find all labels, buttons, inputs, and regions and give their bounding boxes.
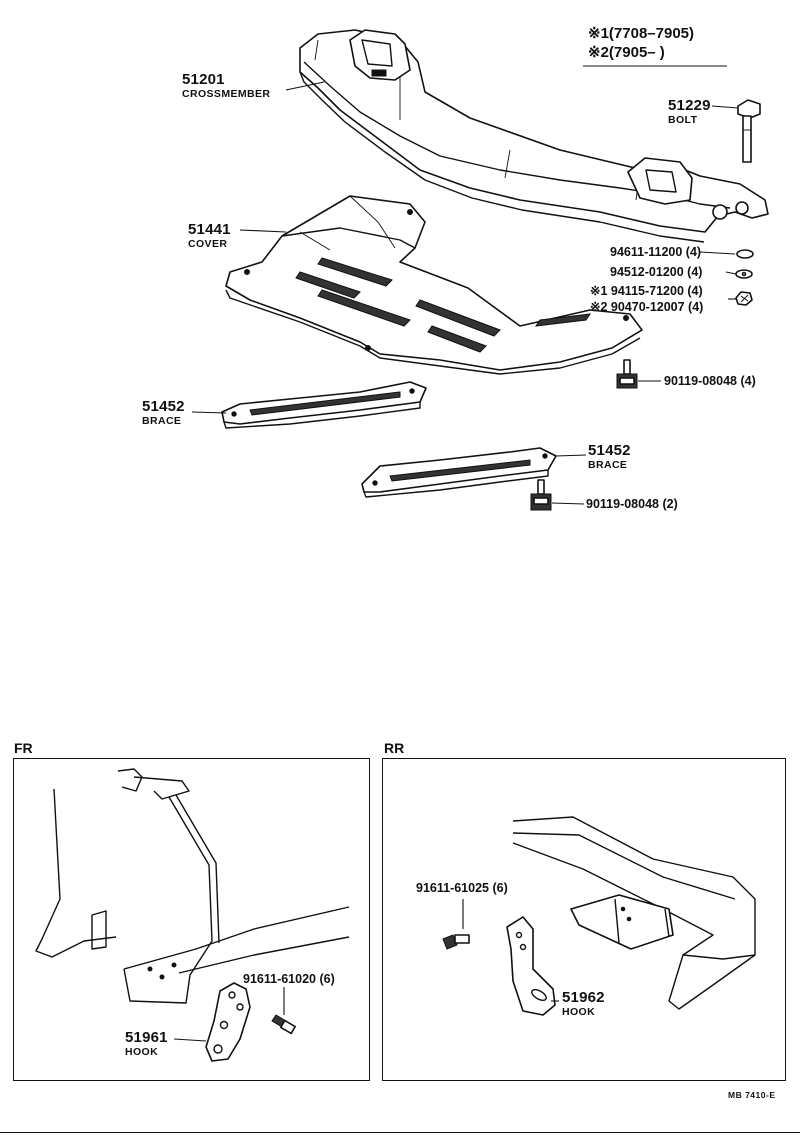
bolt-name: BOLT (668, 114, 698, 126)
label-cover: 51441 COVER (188, 222, 231, 250)
legend-range-1: (7708–7905) (608, 25, 694, 42)
label-hardware-4: ※2 90470-12007 (4) (590, 300, 704, 314)
leader-lines (191, 65, 739, 505)
washer-94611 (736, 249, 754, 259)
fr-screw-label: 91611-61020 (6) (243, 972, 335, 986)
label-bolt-90119-a: 90119-08048 (4) (664, 374, 756, 388)
brace-left-drawing (221, 381, 427, 429)
legend: ※1(7708–7905) ※2(7905– ) (588, 25, 694, 63)
brace-right-name: BRACE (588, 459, 628, 471)
bottom-rule (0, 1132, 800, 1133)
panel-rr (382, 758, 786, 1081)
label-hardware-3: ※1 94115-71200 (4) (590, 284, 703, 298)
panel-fr (13, 758, 370, 1081)
label-bolt-90119-b: 90119-08048 (2) (586, 497, 678, 511)
fr-hook-name: HOOK (125, 1046, 159, 1058)
crossmember-drawing (299, 29, 769, 243)
legend-range-2: (7905– ) (608, 43, 665, 61)
fr-hook-label: 51961 HOOK (125, 1030, 168, 1058)
brace-right-number: 51452 (588, 442, 631, 459)
brace-left-number: 51452 (142, 398, 185, 415)
bolt-51229-drawing (737, 99, 761, 163)
fr-hook-number: 51961 (125, 1029, 168, 1046)
rr-hook-label: 51962 HOOK (562, 990, 605, 1018)
legend-line-2: ※2(7905– ) (588, 44, 694, 63)
bolt-90119-a-drawing (616, 359, 638, 389)
bolt-90119-b-drawing (530, 479, 552, 511)
label-hardware-2: 94512-01200 (4) (610, 265, 703, 279)
rr-screw-label: 91611-61025 (6) (416, 881, 508, 895)
label-hardware-1: 94611-11200 (4) (610, 245, 702, 259)
label-brace-left: 51452 BRACE (142, 399, 185, 427)
panel-rr-title: RR (384, 740, 405, 756)
label-crossmember: 51201 CROSSMEMBER (182, 72, 270, 100)
figure-code: MB 7410-E (728, 1090, 776, 1100)
crossmember-number: 51201 (182, 71, 225, 88)
cover-number: 51441 (188, 221, 231, 238)
crossmember-name: CROSSMEMBER (182, 88, 271, 100)
fr-hook-drawing (35, 768, 350, 1062)
legend-line-1: ※1(7708–7905) (588, 25, 694, 44)
cover-name: COVER (188, 238, 228, 250)
label-brace-right: 51452 BRACE (588, 443, 631, 471)
label-bolt: 51229 BOLT (668, 98, 711, 126)
rr-hook-number: 51962 (562, 989, 605, 1006)
brace-right-drawing (361, 447, 557, 498)
brace-left-name: BRACE (142, 415, 182, 427)
legend-mark-2: ※2 (588, 43, 609, 61)
bolt-number: 51229 (668, 97, 711, 114)
cover-drawing (225, 195, 643, 375)
rr-hook-drawing (442, 816, 756, 1016)
rr-hook-name: HOOK (562, 1006, 596, 1018)
panel-fr-title: FR (14, 740, 33, 756)
legend-mark-1: ※1 (588, 25, 609, 42)
